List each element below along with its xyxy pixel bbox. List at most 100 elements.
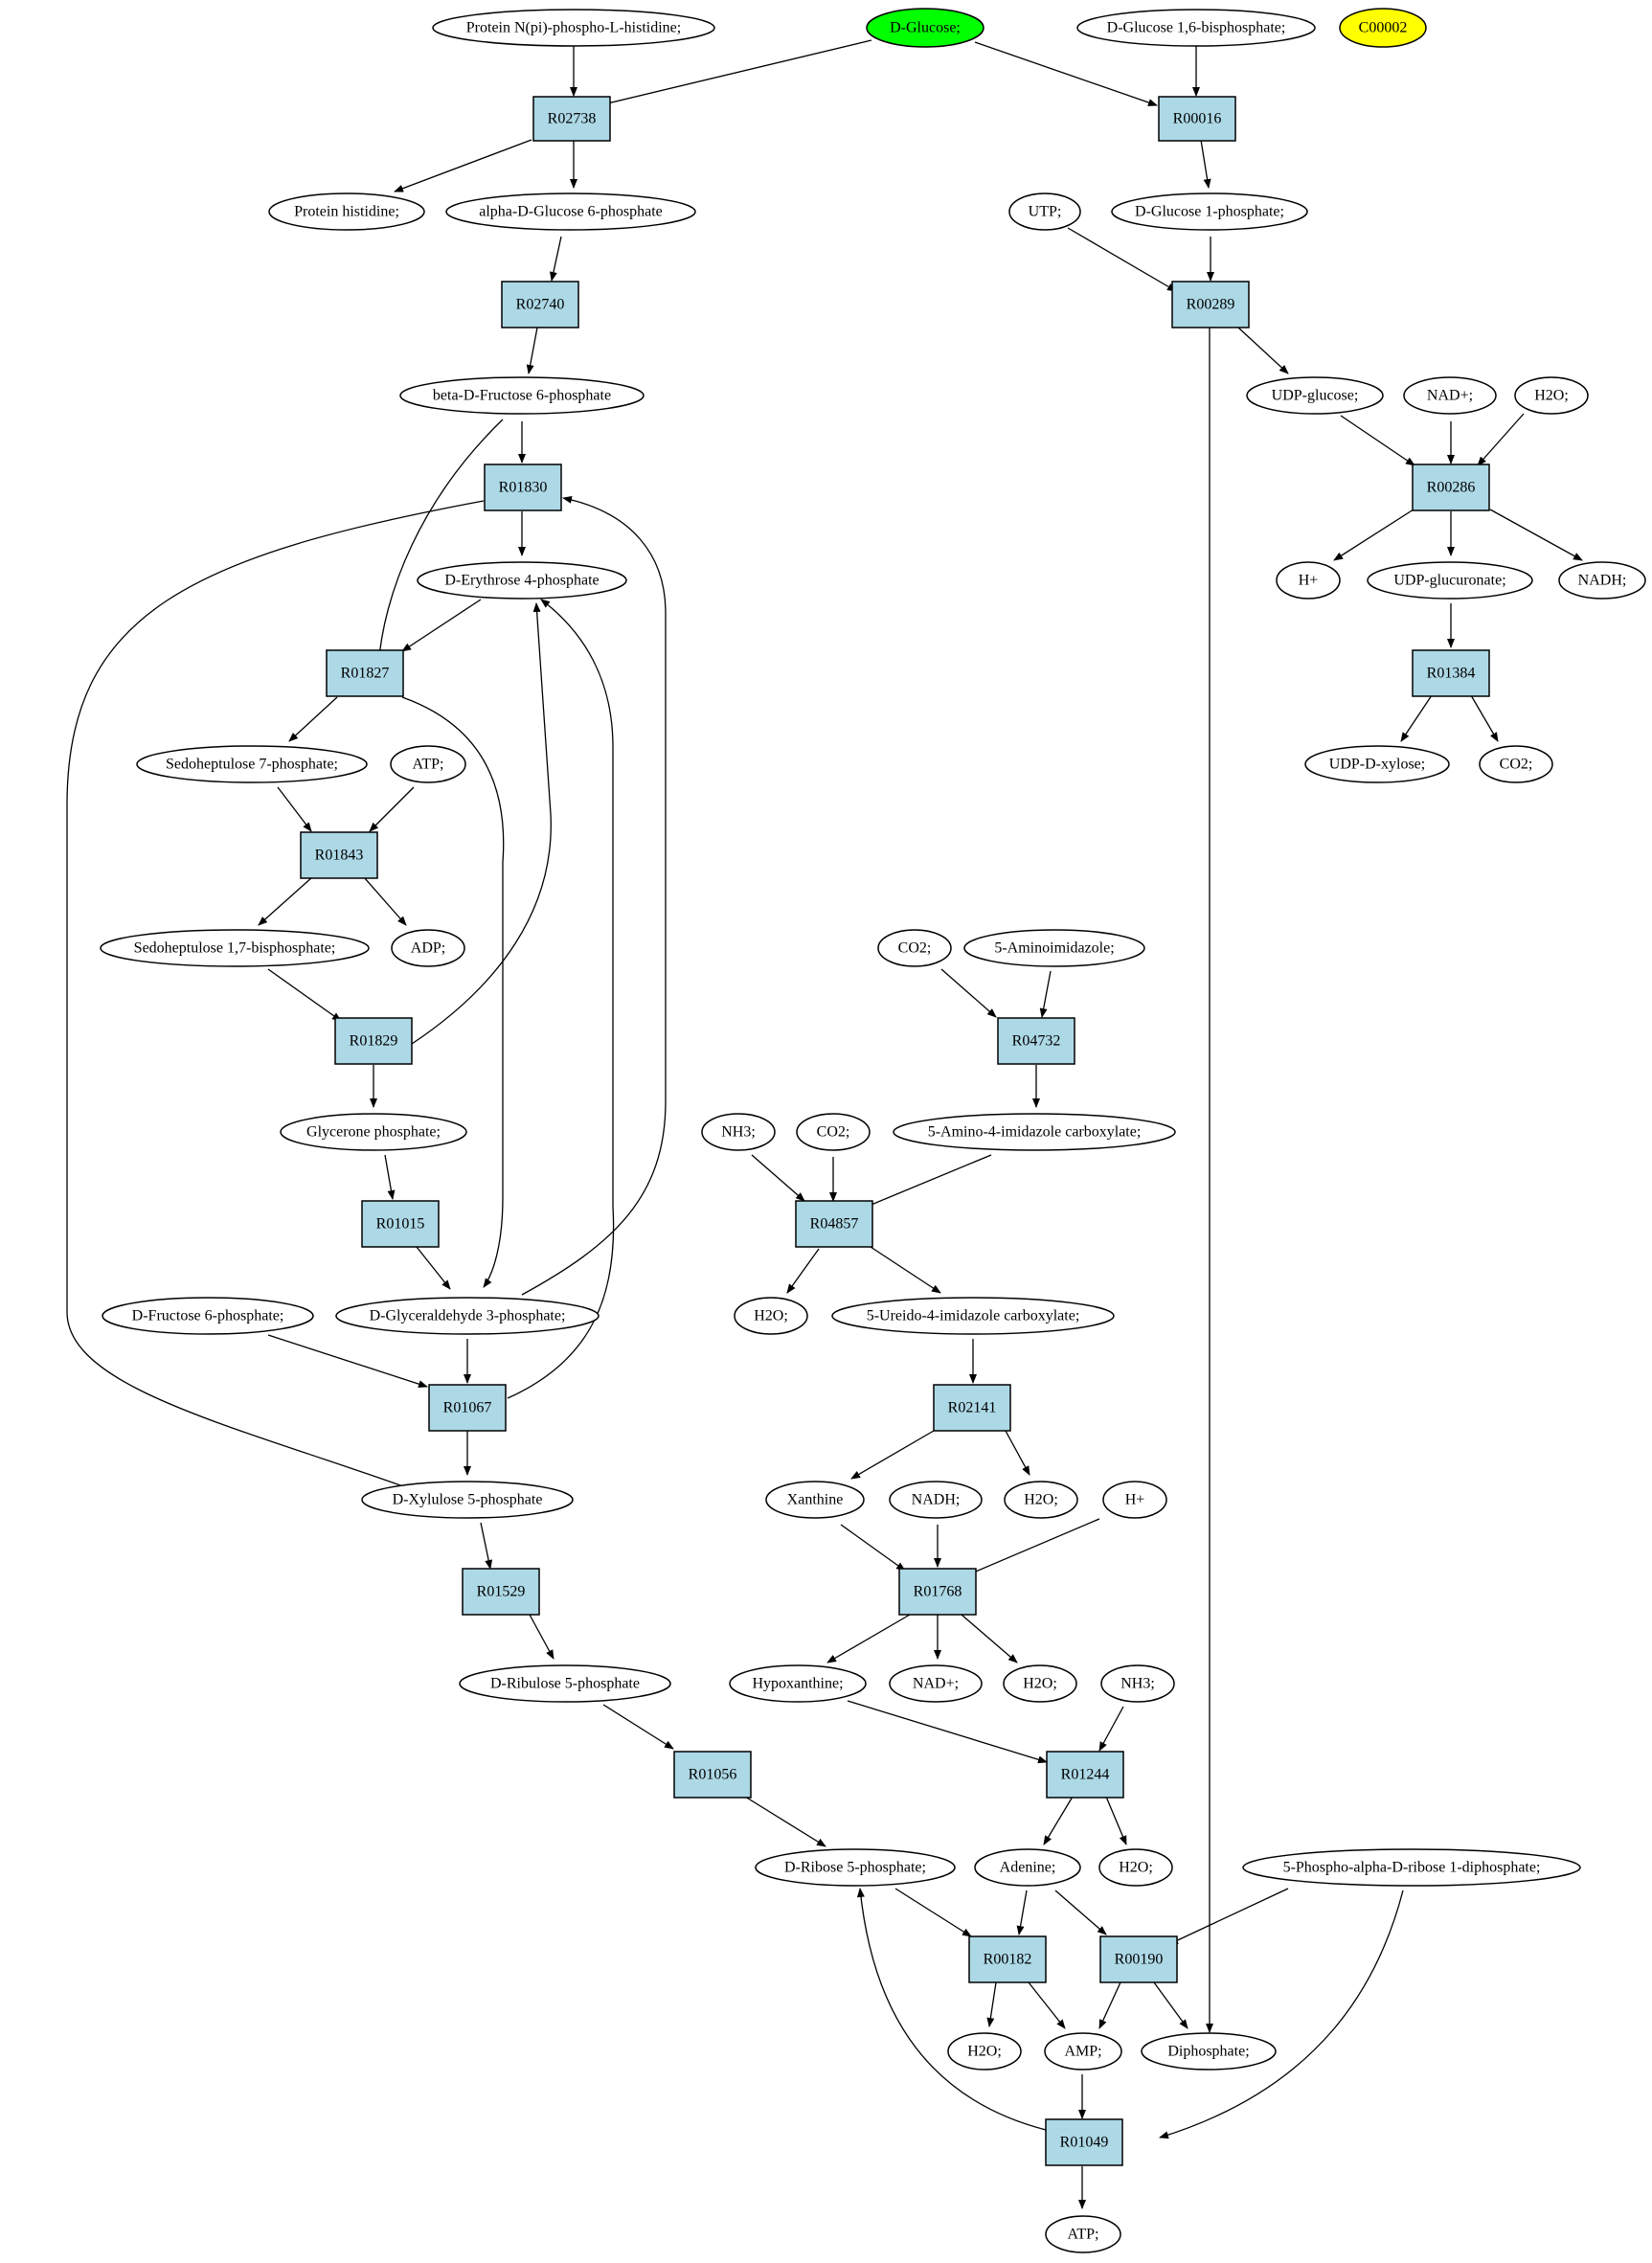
compound-glycerone-phosphate[interactable]: Glycerone phosphate; [280, 1113, 467, 1151]
compound-nh3-low[interactable]: NH3; [1100, 1664, 1175, 1703]
compound-udp-glucuronate[interactable]: UDP-glucuronate; [1367, 561, 1533, 600]
reaction-r00016[interactable]: R00016 [1158, 96, 1236, 142]
edge-r01384-to-co2 [1470, 694, 1499, 742]
compound-co2-top[interactable]: CO2; [1479, 745, 1553, 783]
reaction-r01015[interactable]: R01015 [361, 1200, 440, 1248]
compound-c00002[interactable]: C00002 [1339, 8, 1427, 48]
reaction-label: R02740 [516, 297, 565, 313]
compound-label: D-Ribose 5-phosphate; [784, 1860, 926, 1876]
compound-adenine[interactable]: Adenine; [974, 1848, 1081, 1887]
reaction-r02141[interactable]: R02141 [933, 1384, 1011, 1432]
compound-alpha-d-glucose-6-phosphate[interactable]: alpha-D-Glucose 6-phosphate [445, 192, 696, 231]
reaction-r01384[interactable]: R01384 [1412, 649, 1490, 697]
compound-d-glucose-16-bisphosphate[interactable]: D-Glucose 1,6-bisphosphate; [1076, 9, 1316, 47]
reaction-r00286[interactable]: R00286 [1412, 464, 1490, 511]
compound-protein-histidine[interactable]: Protein histidine; [268, 192, 425, 231]
compound-d-glucose[interactable]: D-Glucose; [866, 8, 984, 48]
compound-h-plus-top[interactable]: H+ [1276, 561, 1341, 600]
compound-co2-mid2[interactable]: CO2; [796, 1113, 871, 1151]
reaction-r02740[interactable]: R02740 [501, 281, 579, 328]
compound-hypoxanthine[interactable]: Hypoxanthine; [729, 1664, 867, 1703]
reaction-r01067[interactable]: R01067 [428, 1384, 507, 1432]
compound-5-ureido-4-imidazole-carboxylate[interactable]: 5-Ureido-4-imidazole carboxylate; [831, 1297, 1115, 1335]
compound-5-aminoimidazole[interactable]: 5-Aminoimidazole; [963, 929, 1145, 967]
compound-nadh-top[interactable]: NADH; [1558, 561, 1646, 600]
reaction-r01244[interactable]: R01244 [1046, 1751, 1124, 1799]
compound-atp-1[interactable]: ATP; [390, 745, 466, 783]
edge-r00286-to-nadh [1489, 509, 1583, 561]
compound-diphosphate[interactable]: Diphosphate; [1141, 2032, 1277, 2071]
compound-label: Hypoxanthine; [752, 1676, 843, 1692]
reaction-r00289[interactable]: R00289 [1171, 281, 1250, 328]
compound-utp[interactable]: UTP; [1008, 192, 1081, 231]
reaction-r01768[interactable]: R01768 [898, 1568, 977, 1616]
compound-nh3-mid[interactable]: NH3; [701, 1113, 776, 1151]
compound-label: H2O; [1024, 1492, 1058, 1508]
edge-ag6p-to-r02740 [550, 236, 562, 282]
edge-hplus-to-r01768 [963, 1518, 1100, 1577]
compound-co2-mid[interactable]: CO2; [877, 929, 952, 967]
compound-label: H2O; [1119, 1860, 1153, 1876]
reaction-r01830[interactable]: R01830 [484, 464, 562, 511]
compound-beta-d-fructose-6-phosphate[interactable]: beta-D-Fructose 6-phosphate [399, 376, 645, 415]
compound-label: H2O; [1023, 1676, 1057, 1692]
compound-d-erythrose-4-phosphate[interactable]: D-Erythrose 4-phosphate [417, 561, 627, 600]
compound-atp-2[interactable]: ATP; [1045, 2215, 1121, 2253]
compound-sedoheptulose-17-bisphosphate[interactable]: Sedoheptulose 1,7-bisphosphate; [100, 929, 370, 967]
reaction-r01829[interactable]: R01829 [334, 1017, 413, 1065]
compound-label: H2O; [1534, 388, 1569, 404]
compound-d-glyceraldehyde-3-phosphate[interactable]: D-Glyceraldehyde 3-phosphate; [335, 1297, 600, 1335]
edge-nh3-to-r04857 [751, 1154, 805, 1202]
compound-amp[interactable]: AMP; [1044, 2032, 1122, 2071]
compound-d-ribose-5-phosphate[interactable]: D-Ribose 5-phosphate; [755, 1848, 956, 1887]
edge-aica-to-r04857 [861, 1154, 992, 1210]
edge-r01768-to-h2o [961, 1614, 1018, 1663]
compound-5-phospho-alpha-d-ribose-1-diphosphate[interactable]: 5-Phospho-alpha-D-ribose 1-diphosphate; [1242, 1848, 1581, 1887]
reaction-r02738[interactable]: R02738 [532, 96, 611, 142]
compound-protein-npi-phospho-histidine[interactable]: Protein N(pi)-phospho-L-histidine; [432, 9, 715, 47]
compound-h2o-low[interactable]: H2O; [1098, 1848, 1173, 1887]
compound-h2o-mid3[interactable]: H2O; [1003, 1664, 1077, 1703]
reaction-label: R01067 [443, 1400, 492, 1416]
edge-r5p-to-r00182 [894, 1888, 972, 1937]
compound-d-glucose-1-phosphate[interactable]: D-Glucose 1-phosphate; [1111, 192, 1308, 231]
compound-h-plus-mid[interactable]: H+ [1102, 1481, 1167, 1519]
reaction-label: R04857 [810, 1216, 859, 1233]
compound-d-fructose-6-phosphate[interactable]: D-Fructose 6-phosphate; [102, 1297, 314, 1335]
reaction-label: R00190 [1115, 1952, 1164, 1968]
reaction-r04857[interactable]: R04857 [795, 1200, 873, 1248]
compound-label: D-Glucose; [890, 20, 961, 36]
reaction-r00182[interactable]: R00182 [968, 1935, 1047, 1983]
compound-sedoheptulose-7-phosphate[interactable]: Sedoheptulose 7-phosphate; [136, 745, 368, 783]
compound-label: 5-Aminoimidazole; [994, 940, 1114, 957]
reaction-r00190[interactable]: R00190 [1099, 1935, 1178, 1983]
reaction-r04732[interactable]: R04732 [997, 1017, 1075, 1065]
compound-xanthine[interactable]: Xanthine [765, 1481, 865, 1519]
reaction-r01056[interactable]: R01056 [673, 1751, 752, 1799]
compound-nad-plus-mid[interactable]: NAD+; [889, 1664, 983, 1703]
compound-d-xylulose-5-phosphate[interactable]: D-Xylulose 5-phosphate [361, 1481, 574, 1519]
compound-nad-plus-top[interactable]: NAD+; [1403, 376, 1497, 415]
reaction-r01827[interactable]: R01827 [326, 649, 404, 697]
compound-udp-glucose[interactable]: UDP-glucose; [1246, 376, 1384, 415]
compound-h2o-low2[interactable]: H2O; [947, 2032, 1022, 2071]
compound-d-ribulose-5-phosphate[interactable]: D-Ribulose 5-phosphate [459, 1664, 671, 1703]
reaction-r01843[interactable]: R01843 [300, 831, 378, 879]
compound-label: Diphosphate; [1167, 2044, 1249, 2060]
compound-h2o-top[interactable]: H2O; [1514, 376, 1589, 415]
reaction-r01529[interactable]: R01529 [462, 1568, 540, 1616]
compound-h2o-mid2[interactable]: H2O; [1004, 1481, 1078, 1519]
reaction-r01049[interactable]: R01049 [1045, 2118, 1123, 2166]
compound-udp-d-xylose[interactable]: UDP-D-xylose; [1304, 745, 1450, 783]
reaction-label: R01056 [689, 1767, 737, 1783]
compound-h2o-mid[interactable]: H2O; [734, 1297, 808, 1335]
compound-label: H2O; [754, 1308, 788, 1324]
reaction-label: R01384 [1427, 666, 1476, 682]
reaction-label: R00182 [984, 1952, 1032, 1968]
compound-nadh-mid[interactable]: NADH; [889, 1481, 983, 1519]
edge-r01829-to-e4p [411, 602, 552, 1045]
nodes: Protein N(pi)-phospho-L-histidine; D-Glu… [100, 8, 1646, 2253]
compound-5-amino-4-imidazole-carboxylate[interactable]: 5-Amino-4-imidazole carboxylate; [893, 1113, 1176, 1151]
compound-adp[interactable]: ADP; [391, 929, 465, 967]
